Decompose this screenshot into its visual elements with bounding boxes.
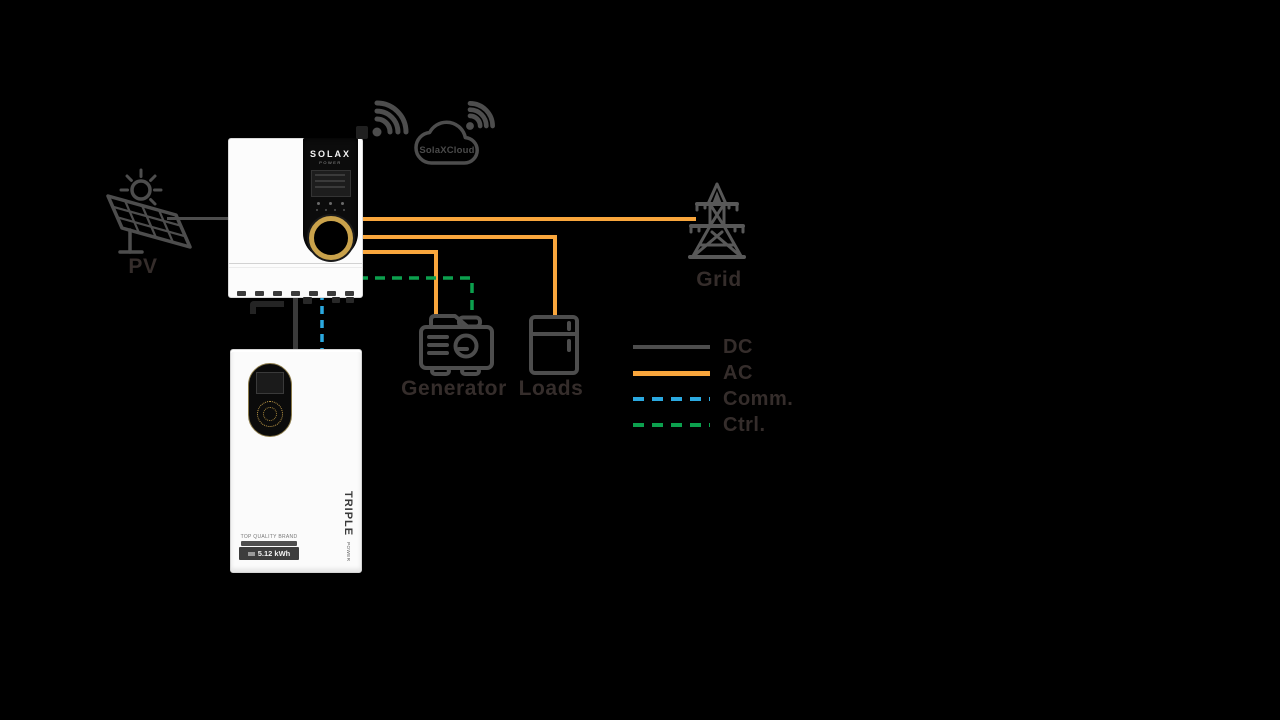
inverter-indicator-dots [303,209,358,211]
cloud-icon: SolaXCloud [416,122,477,163]
inverter-wifi-cable [250,301,284,314]
ctrl-line-inverter-generator [358,276,474,314]
legend-dc-label: DC [723,335,753,358]
inverter-brand-sub: POWER [319,160,342,165]
legend-comm-label: Comm. [723,387,794,410]
battery-gold-emblem [257,401,283,427]
battery-brand-name: TRIPLE [342,490,354,537]
inverter-brand-logo: SOLAX [309,149,351,159]
grid-label: Grid [696,268,742,291]
loads-icon [529,315,579,375]
legend-comm-line-sample [633,397,710,401]
inverter-connector [332,297,340,303]
battery-display-panel [248,363,292,437]
grid-tower-icon [688,182,746,259]
legend-ctrl-line-sample [633,423,710,427]
ac-line-inverter-generator [358,250,438,316]
pv-label: PV [128,255,158,278]
inverter-antenna [356,126,368,139]
inverter-vents [237,291,354,296]
inverter-lcd-display [310,170,351,197]
inverter-gold-ring [308,216,353,260]
inverter-seam [229,263,362,264]
cloud-label: SolaXCloud [419,145,474,156]
legend-ac-line-sample [633,370,710,376]
battery-info-label: TOP QUALITY BRAND 5.12 kWh [239,534,299,560]
inverter-touch-buttons [303,202,358,205]
pv-icon [106,168,192,254]
generator-icon [419,314,494,376]
legend-ac-label: AC [723,361,753,384]
battery-energy-bar [241,541,297,546]
battery-lcd [256,372,284,394]
inverter-seam-2 [229,267,362,268]
legend-dc-line-sample [633,345,710,349]
inverter-connector [346,297,354,303]
inverter-connector [303,297,312,304]
connection-lines [167,217,696,352]
battery-unit: TOP QUALITY BRAND 5.12 kWh TRIPLE POWER [230,349,362,573]
legend-row-ctrl: Ctrl. [633,412,793,438]
cloud-wifi-icon [466,101,495,130]
legend: DC AC Comm. Ctrl. [633,334,793,438]
battery-capacity-value: 5.12 kWh [257,549,291,558]
battery-quality-text: TOP QUALITY BRAND [240,534,298,540]
battery-brand-sub: POWER [346,542,351,562]
wifi-icon [372,100,409,137]
battery-capacity-badge: 5.12 kWh [239,547,299,560]
generator-label: Generator [401,377,507,400]
legend-row-dc: DC [633,334,793,360]
battery-brand: TRIPLE POWER [340,491,356,562]
legend-ctrl-label: Ctrl. [723,413,766,436]
legend-row-ac: AC [633,360,793,386]
loads-label: Loads [518,377,584,400]
inverter-front-panel: SOLAX POWER [303,138,358,260]
legend-row-comm: Comm. [633,386,793,412]
inverter-unit: SOLAX POWER [228,138,363,298]
battery-capacity-icon [247,551,255,556]
ac-line-inverter-loads [358,235,557,318]
